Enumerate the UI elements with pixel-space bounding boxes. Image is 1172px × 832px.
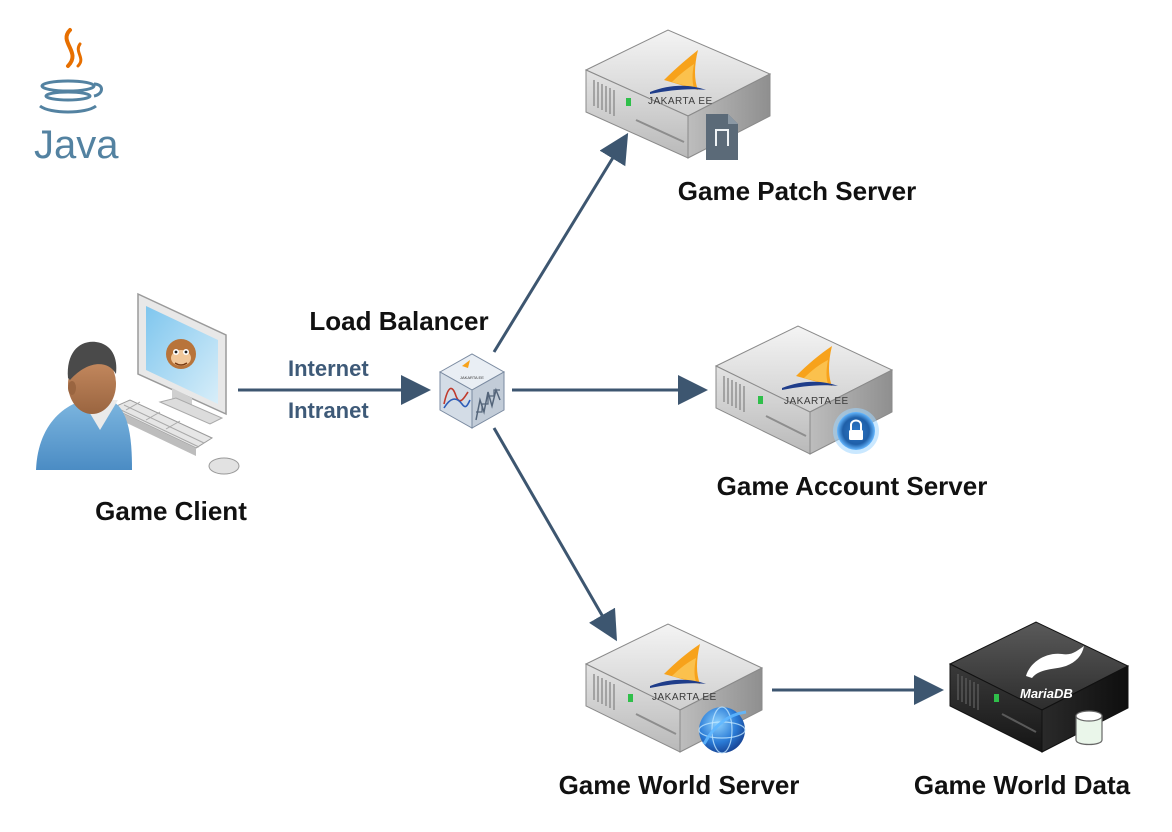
load-balancer-icon: JAKARTA EE (438, 353, 506, 429)
game-client-node[interactable]: Game Client (36, 292, 247, 526)
game-world-server-node[interactable]: JAKARTA EE Game World Server (559, 623, 800, 800)
load-balancer-node[interactable]: Load Balancer JAKARTA EE (309, 306, 506, 429)
jakarta-ee-logo: JAKARTA EE (648, 50, 713, 107)
arrow-lb-to-world (492, 427, 617, 642)
game-patch-server-node[interactable]: JAKARTA EE Game Patch Server (584, 29, 916, 206)
connection-label-intranet: Intranet (288, 398, 369, 423)
jakarta-ee-logo: JAKARTA EE (782, 346, 849, 407)
load-balancer-brand: JAKARTA EE (460, 375, 484, 380)
server-icon (584, 29, 772, 159)
patch-server-brand: JAKARTA EE (648, 96, 713, 107)
game-client-label: Game Client (95, 496, 247, 526)
java-logo: Java (34, 28, 119, 167)
database-icon (1075, 710, 1103, 746)
java-cup-icon (39, 28, 103, 114)
load-balancer-label: Load Balancer (309, 306, 488, 336)
user-workstation-icon (36, 292, 240, 475)
file-icon (706, 114, 738, 160)
mariadb-logo: MariaDB (1020, 646, 1084, 701)
game-world-server-label: Game World Server (559, 770, 800, 800)
mariadb-brand: MariaDB (1020, 686, 1073, 701)
game-account-server-node[interactable]: JAKARTA EE Game Account Server (714, 325, 988, 501)
game-account-server-label: Game Account Server (717, 471, 988, 501)
arrow-lb-to-patch (492, 132, 629, 353)
game-patch-server-label: Game Patch Server (678, 176, 916, 206)
game-world-data-node[interactable]: MariaDB Game World Data (914, 621, 1131, 800)
globe-icon (698, 706, 747, 754)
account-server-brand: JAKARTA EE (784, 396, 849, 407)
connections (238, 132, 944, 705)
lock-icon (833, 408, 879, 454)
jakarta-ee-logo: JAKARTA EE (650, 644, 717, 703)
world-server-brand: JAKARTA EE (652, 692, 717, 703)
game-world-data-label: Game World Data (914, 770, 1131, 800)
java-logo-text: Java (34, 123, 119, 167)
connection-label-internet: Internet (288, 356, 369, 381)
